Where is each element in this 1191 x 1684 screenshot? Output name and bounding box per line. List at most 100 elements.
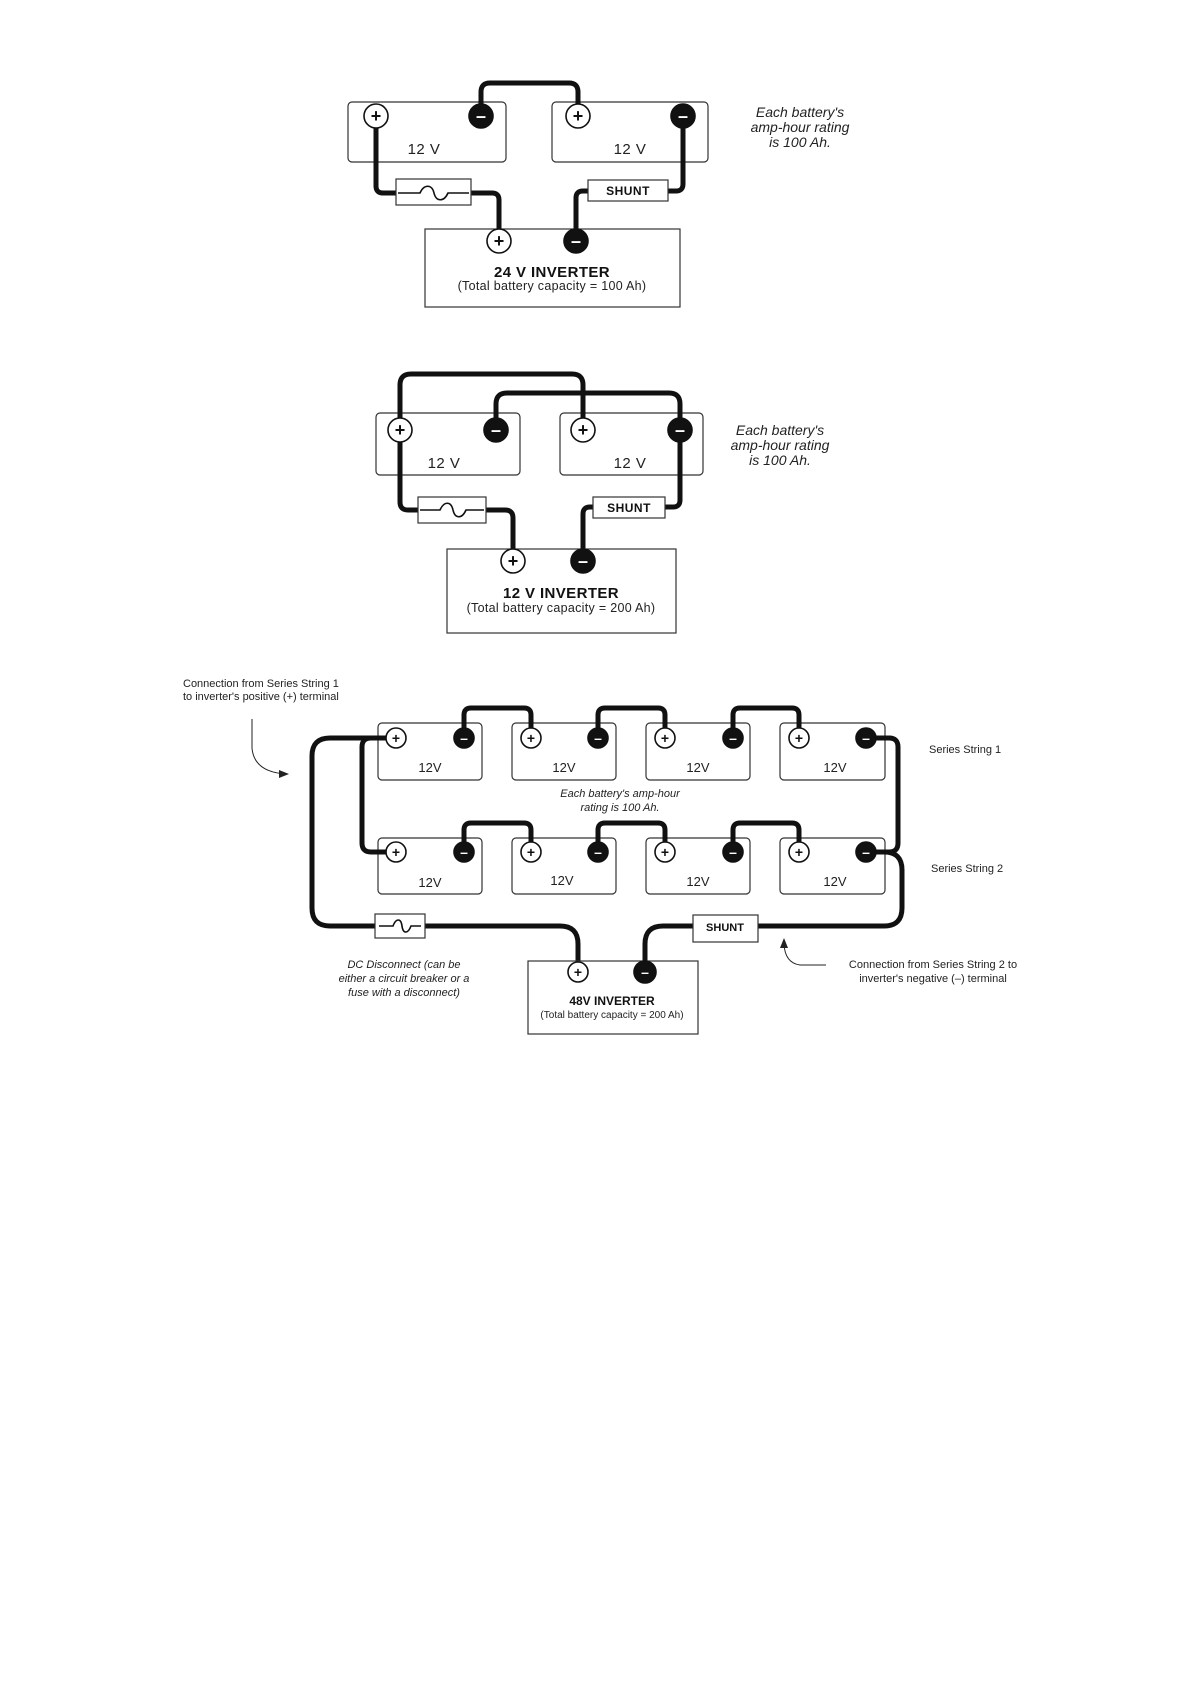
diagram-24v-series: 12 V 12 V SHUNT 24 V INVERTER (Total bat… — [347, 80, 850, 308]
positive-callout-line-1: Connection from Series String 1 — [183, 678, 339, 690]
string-1-battery-4-positive-terminal: + — [788, 727, 810, 749]
string-2-battery-3-voltage: 12V — [686, 874, 709, 889]
inverter-48v — [527, 960, 699, 1035]
svg-text:–: – — [862, 844, 870, 860]
inverter-capacity: (Total battery capacity = 100 Ah) — [458, 279, 647, 293]
disconnect-note-line-1: DC Disconnect (can be — [347, 959, 460, 971]
string-1-battery-1-negative-terminal: – — [453, 727, 475, 749]
inverter-positive-terminal: + — [486, 228, 512, 254]
string-1-battery-2-negative-terminal: – — [587, 727, 609, 749]
fuse-icon — [398, 185, 469, 201]
diagram-48v-series-parallel: 12V 12V 12V 12V 12V 12V 12V 12V SHUNT — [183, 678, 1017, 1035]
string-2-battery-1-voltage: 12V — [418, 875, 441, 890]
arrow-head-icon — [780, 938, 788, 948]
string-1-jumper-1 — [461, 705, 534, 741]
svg-text:–: – — [862, 730, 870, 746]
string-1-battery-4-voltage: 12V — [823, 760, 846, 775]
inverter-title: 48V INVERTER — [569, 994, 655, 1008]
disconnect-note-line-3: fuse with a disconnect) — [348, 987, 460, 999]
string-1-jumper-3 — [730, 705, 802, 741]
svg-text:+: + — [795, 844, 803, 860]
battery-1-positive-terminal: + — [387, 417, 413, 443]
battery-2-voltage: 12 V — [614, 455, 647, 472]
string-1-battery-3-voltage: 12V — [686, 760, 709, 775]
string-1-battery-3-positive-terminal: + — [654, 727, 676, 749]
string-2-battery-4-voltage: 12V — [823, 874, 846, 889]
battery-2-negative-terminal: – — [667, 417, 693, 443]
negative-callout-line-1: Connection from Series String 2 to — [849, 959, 1017, 971]
string-1-battery-1-voltage: 12V — [418, 760, 441, 775]
fuse-icon — [379, 919, 421, 933]
string-1-battery-1-positive-terminal: + — [385, 727, 407, 749]
svg-text:–: – — [460, 844, 468, 860]
inverter-positive-terminal: + — [500, 548, 526, 574]
svg-text:–: – — [678, 106, 688, 126]
svg-text:+: + — [574, 964, 582, 980]
svg-text:+: + — [573, 106, 584, 126]
string-2-battery-4-positive-terminal: + — [788, 841, 810, 863]
string-2-battery-1-negative-terminal: – — [453, 841, 475, 863]
svg-text:–: – — [594, 730, 602, 746]
svg-text:+: + — [661, 844, 669, 860]
shunt-label: SHUNT — [606, 184, 650, 198]
disconnect-note-line-2: either a circuit breaker or a — [339, 973, 470, 985]
battery-1-positive-terminal: + — [363, 103, 389, 129]
battery-2-positive-terminal: + — [565, 103, 591, 129]
series-string-2-label: Series String 2 — [931, 863, 1003, 875]
string-1-battery-2-voltage: 12V — [552, 760, 575, 775]
string-2-battery-3-negative-terminal: – — [722, 841, 744, 863]
positive-parallel-link-wire — [397, 371, 586, 432]
inverter-negative-terminal: – — [633, 960, 657, 984]
string-1-battery-2-positive-terminal: + — [520, 727, 542, 749]
svg-text:+: + — [795, 730, 803, 746]
capacity-note-line-1: Each battery's — [736, 422, 824, 438]
negative-main-wire — [642, 849, 905, 971]
shunt-box — [592, 496, 666, 519]
string-2-battery-2-voltage: 12V — [550, 873, 573, 888]
svg-text:+: + — [392, 730, 400, 746]
capacity-note-line-3: is 100 Ah. — [769, 134, 831, 150]
inverter-negative-terminal: – — [563, 228, 589, 254]
battery-2 — [551, 101, 709, 163]
capacity-note-line-2: amp-hour rating — [751, 119, 850, 135]
capacity-note-line-1: Each battery's — [756, 104, 844, 120]
battery-2 — [559, 412, 704, 476]
capacity-note-line-3: is 100 Ah. — [749, 452, 811, 468]
svg-text:+: + — [527, 730, 535, 746]
svg-text:–: – — [641, 964, 649, 980]
battery-2-voltage: 12 V — [614, 141, 647, 158]
positive-callout-arrow — [251, 719, 287, 775]
svg-text:–: – — [729, 730, 737, 746]
negative-callout-arrow — [783, 943, 826, 966]
negative-callout-line-2: inverter's negative (–) terminal — [859, 973, 1007, 985]
string-1-battery-3-negative-terminal: – — [722, 727, 744, 749]
string-1-battery-4-negative-terminal: – — [855, 727, 877, 749]
svg-text:–: – — [476, 106, 486, 126]
svg-text:–: – — [571, 231, 581, 251]
svg-text:+: + — [508, 551, 519, 571]
series-link-wire — [478, 80, 581, 119]
capacity-note-line-2: rating is 100 Ah. — [580, 802, 659, 814]
svg-text:+: + — [578, 420, 589, 440]
battery-1-voltage: 12 V — [428, 455, 461, 472]
fuse — [395, 178, 472, 206]
shunt-label: SHUNT — [706, 922, 744, 934]
battery-1-negative-terminal: – — [468, 103, 494, 129]
battery-1-negative-terminal: – — [483, 417, 509, 443]
string-2-battery-4-negative-terminal: – — [855, 841, 877, 863]
string-2-battery-2-negative-terminal: – — [587, 841, 609, 863]
svg-text:–: – — [491, 420, 501, 440]
shunt-label: SHUNT — [607, 501, 651, 515]
shunt-box — [587, 179, 669, 202]
string-2-jumper-1 — [461, 820, 534, 855]
inverter-capacity: (Total battery capacity = 200 Ah) — [540, 1010, 683, 1021]
negative-parallel-link-wire — [493, 390, 683, 432]
inverter-capacity: (Total battery capacity = 200 Ah) — [467, 601, 656, 615]
string-2-battery-1-positive-terminal: + — [385, 841, 407, 863]
inverter-title: 12 V INVERTER — [503, 585, 619, 602]
svg-text:–: – — [729, 844, 737, 860]
string-2-jumper-3 — [730, 820, 802, 855]
inverter-12v — [446, 548, 677, 634]
positive-callout-line-2: to inverter's positive (+) terminal — [183, 691, 339, 703]
